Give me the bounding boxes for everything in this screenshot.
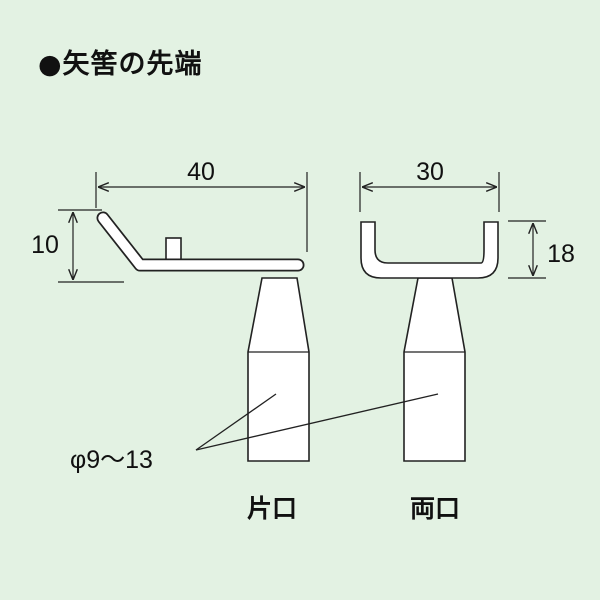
right-height-dimension: 18 [508,220,575,279]
left-tip-label: 片口 [247,494,297,523]
right-height-value: 18 [547,240,575,268]
left-height-value: 10 [31,231,59,259]
diameter-leaders [195,393,439,451]
right-shaft [403,277,466,462]
left-width-value: 40 [187,158,215,186]
right-width-dimension: 30 [359,158,500,212]
left-width-dimension: 40 [95,158,308,252]
single-nock-drawing [96,211,310,462]
diameter-note: φ9～13 [70,446,153,474]
page-title: ●矢筈の先端 [38,49,203,80]
right-width-value: 30 [416,158,444,186]
left-shaft [247,277,310,462]
left-height-dimension: 10 [31,209,124,283]
double-nock-drawing [360,221,499,462]
right-tip-label: 両口 [410,494,460,523]
left-peg [165,237,182,262]
right-fork [360,221,499,279]
